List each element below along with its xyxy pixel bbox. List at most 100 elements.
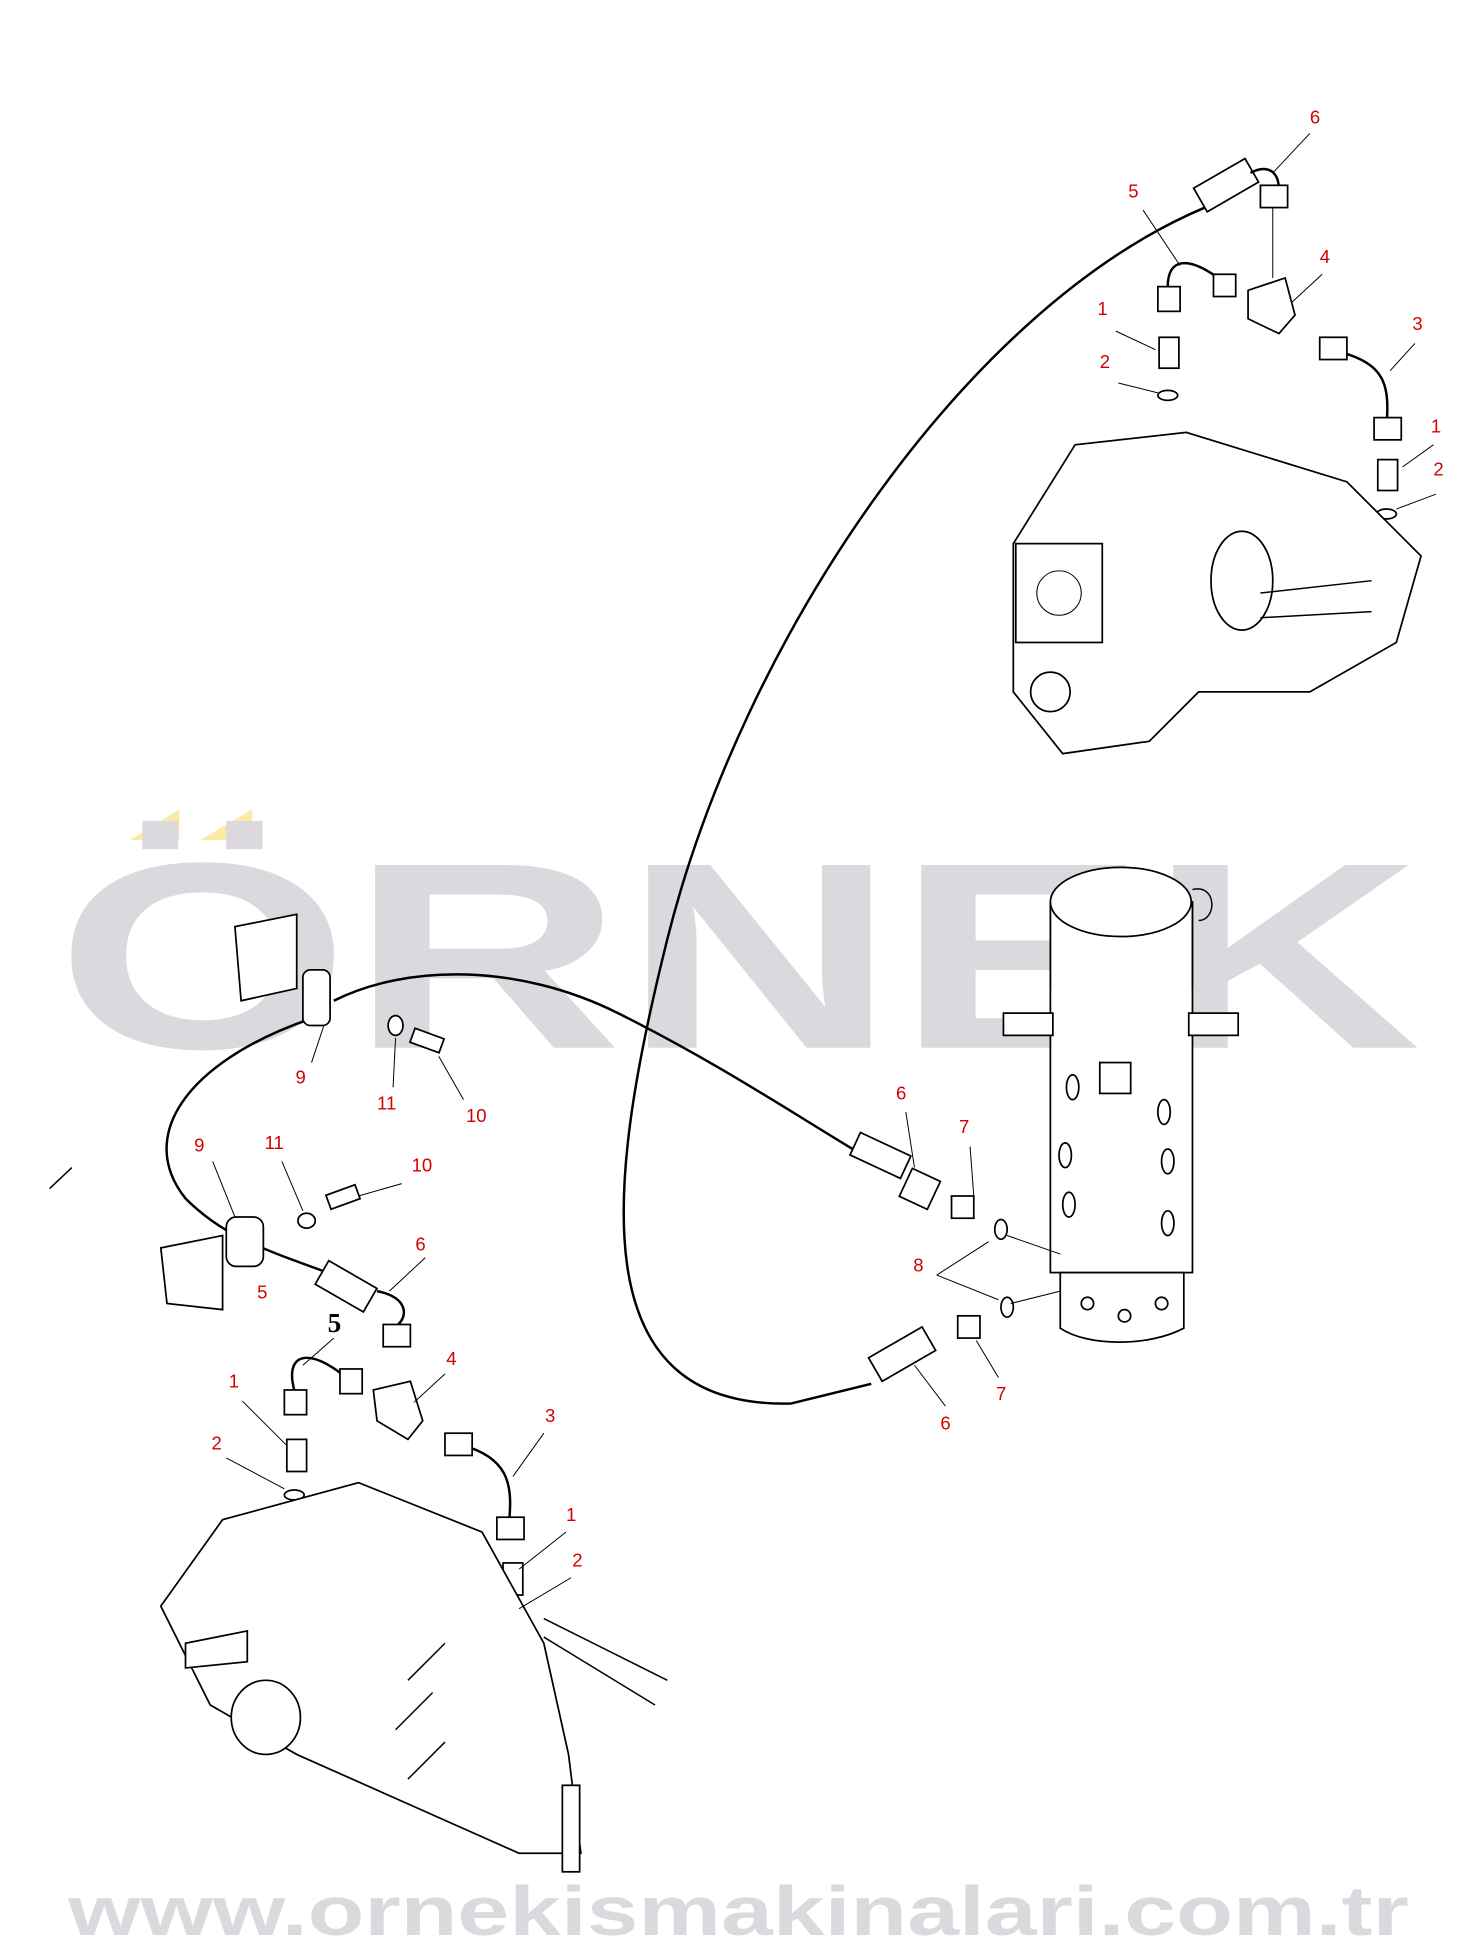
nut-5b-top [1212,273,1237,298]
oring-8a [993,1218,1009,1241]
bore-icon [1036,570,1082,616]
axle-flange [230,1679,302,1756]
driveshaft [543,1617,668,1706]
nut-3a-bl [444,1432,474,1457]
callout-2: 2 [572,1550,582,1571]
callout-5: 5 [1128,181,1138,202]
port-hole [1160,1209,1175,1237]
port-hole [1065,1074,1080,1101]
callout-3: 3 [545,1405,555,1426]
axle-mount [184,1629,249,1669]
flange-top [1014,542,1104,644]
adapter-7-mid [950,1195,975,1220]
washer-11-top [387,1014,404,1037]
adapter-7-low [956,1314,981,1339]
swivel-bottom [1059,1271,1185,1343]
tee-4-top [1247,276,1296,335]
coupling-top [1029,671,1072,713]
frame-plate-low [159,1234,224,1311]
hose-middle [333,973,854,1151]
clamp-9-top [302,969,331,1027]
swivel-joint [1002,866,1240,1343]
fitting-1a-bl [285,1438,308,1473]
callout-11: 11 [265,1132,284,1153]
stray-mark [49,1167,73,1190]
hose-long-upper [622,206,1206,1405]
callout-6: 6 [940,1412,950,1433]
callouts: 6 5 4 1 3 2 1 2 9 11 10 6 7 9 11 10 8 5 … [194,107,1444,1571]
callout-2: 2 [211,1432,221,1453]
callout-3: 3 [1412,313,1422,334]
callout-10: 10 [466,1105,487,1126]
nut-6-mid [898,1167,942,1211]
elbow-5-bl [290,1356,347,1391]
port-hole [1160,1148,1175,1175]
port-hole [1061,1191,1076,1218]
callout-9: 9 [194,1135,204,1156]
callout-4: 4 [1320,246,1330,267]
elbow-6-bl [376,1289,406,1326]
nut-3a-top [1318,336,1348,361]
bottom-left-assembly [159,1259,668,1873]
watermark: ÖRNEK www.ornekismakinalari.com.tr [56,809,1421,1941]
swivel-block [1098,1061,1132,1095]
swivel-pipe [1192,888,1213,922]
hose-end-6-mid [848,1131,913,1180]
callout-6: 6 [896,1083,906,1104]
tee-4-bl [372,1380,424,1441]
hose-end-6-bl [313,1259,379,1314]
port-hole [1058,1141,1073,1169]
hoses [165,206,1206,1405]
middle-fittings [159,913,1061,1383]
hose-end-6-top [1192,157,1260,213]
nut-3b-top [1373,416,1403,441]
callout-8: 8 [913,1254,923,1275]
washer-11-low [297,1212,317,1229]
callout-9: 9 [295,1067,305,1088]
fitting-1b-top [1376,458,1399,492]
callout-5: 5 [257,1282,267,1303]
hose-end-6-low [867,1325,937,1383]
nut-5-top [1157,285,1181,313]
shaft-top [1260,579,1372,619]
bolt-10-low [324,1183,362,1211]
callout-2: 2 [1433,459,1443,480]
fitting-1a-top [1158,336,1180,370]
nut-3b-bl [496,1516,525,1541]
callout-1: 1 [1097,298,1107,319]
callout-5-bold: 5 [328,1308,342,1338]
housing-top [1210,530,1274,631]
port-hole [1157,1098,1172,1126]
axle-bracket [561,1784,581,1873]
callout-1: 1 [229,1370,239,1391]
bolt-row [395,1642,446,1780]
callout-2: 2 [1100,351,1110,372]
elbow-3-top [1340,350,1389,427]
watermark-url: www.ornekismakinalari.com.tr [67,1872,1409,1941]
swivel-bracket-right [1187,1012,1240,1037]
callout-7: 7 [959,1116,969,1137]
swivel-top-cap [1049,866,1193,938]
callout-11: 11 [377,1092,396,1113]
callout-7: 7 [996,1383,1006,1404]
bolt-10-top [408,1027,446,1054]
oring-2a-top [1157,389,1179,402]
elbow-3-bl [463,1444,512,1520]
cap-side [1049,901,1194,989]
nut-5b-bl [339,1368,364,1395]
port-hole [1154,1296,1169,1311]
port-hole [1117,1308,1132,1323]
callout-1: 1 [1431,415,1441,436]
clamp-9-low [225,1216,265,1268]
leader-lines-8 [936,1235,1061,1304]
nut-6-top [1259,184,1289,209]
swivel-bracket-left [1002,1012,1054,1037]
callout-1: 1 [566,1504,576,1525]
callout-4: 4 [446,1348,456,1369]
top-right-assembly [1012,157,1423,755]
port-hole [1080,1296,1095,1311]
leader-lines [212,133,1437,1610]
callout-10: 10 [412,1154,433,1175]
callout-6: 6 [415,1233,425,1254]
